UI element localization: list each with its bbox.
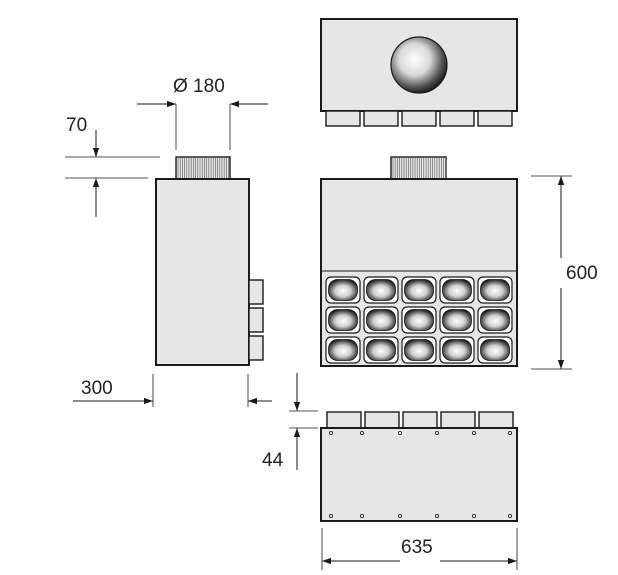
outlet-port (363, 306, 399, 334)
top-view-spigots (325, 110, 513, 127)
spigot (477, 110, 513, 127)
mounting-hole (397, 514, 402, 519)
outlet-port (363, 336, 399, 364)
outlet-port (439, 276, 475, 304)
dim-collar-diameter: Ø 180 (137, 76, 268, 150)
outlet-port (439, 336, 475, 364)
mounting-hole (507, 430, 512, 435)
mounting-hole (328, 430, 333, 435)
bottom-view-body (320, 427, 518, 522)
outlet-port (477, 336, 513, 364)
dim-height: 600 (531, 175, 598, 370)
dim-spigot-length: 44 (262, 373, 318, 471)
outlet-port (325, 306, 361, 334)
mounting-hole (397, 430, 402, 435)
spigot (402, 411, 438, 429)
outlet-port (401, 276, 437, 304)
front-collar-ribs (392, 158, 447, 178)
side-view (155, 156, 264, 366)
side-spigot (248, 279, 264, 305)
mounting-hole (471, 430, 476, 435)
side-spigot (248, 335, 264, 361)
dim-label-collar-height: 70 (66, 115, 87, 136)
mounting-hole (434, 430, 439, 435)
spigot (401, 110, 437, 127)
outlet-port (325, 276, 361, 304)
outlet-port (401, 336, 437, 364)
outlet-port (363, 276, 399, 304)
outlet-port (477, 276, 513, 304)
spigot (363, 110, 399, 127)
outlet-port (401, 306, 437, 334)
dim-label-height: 600 (566, 263, 598, 284)
mounting-holes (328, 430, 512, 519)
front-collar (390, 156, 447, 180)
dim-label-collar-diameter: Ø 180 (173, 76, 225, 97)
side-spigot (248, 307, 264, 333)
dim-depth: 300 (73, 374, 272, 407)
side-view-body (155, 178, 250, 366)
spigot (364, 411, 400, 429)
outlet-ports (325, 276, 513, 364)
side-collar-ribs (177, 158, 229, 178)
outlet-port (477, 306, 513, 334)
spigot (325, 110, 361, 127)
mounting-hole (359, 430, 364, 435)
mounting-hole (507, 514, 512, 519)
spigot (439, 110, 475, 127)
mounting-hole (359, 514, 364, 519)
bottom-view (320, 411, 518, 522)
mounting-hole (328, 514, 333, 519)
bottom-view-spigots (326, 411, 514, 429)
front-view-body (320, 178, 518, 367)
mounting-hole (434, 514, 439, 519)
dim-label-depth: 300 (81, 378, 113, 399)
outlet-port (325, 336, 361, 364)
mounting-hole (471, 514, 476, 519)
dim-label-width: 635 (401, 537, 433, 558)
spigot (440, 411, 476, 429)
front-view (320, 156, 518, 367)
collar-top-circle (390, 36, 448, 94)
spigot (326, 411, 362, 429)
dim-width: 635 (321, 528, 518, 570)
outlet-port (439, 306, 475, 334)
top-view (320, 18, 518, 127)
dim-collar-height: 70 (65, 115, 160, 217)
spigot (478, 411, 514, 429)
dim-label-spigot-length: 44 (262, 450, 284, 471)
